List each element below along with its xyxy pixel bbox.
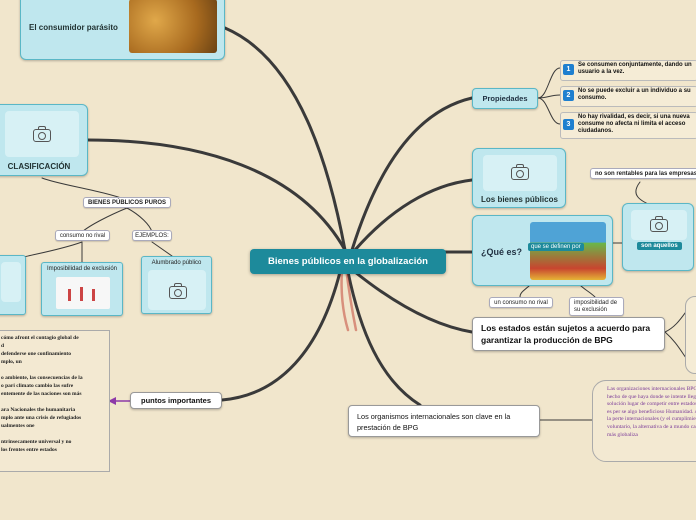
left-note-line: ntrinsecamente universal y no	[1, 439, 72, 445]
alumbrado-publico-label: Alumbrado público	[151, 260, 202, 266]
propiedad-text: No se puede excluir a un individuo a su …	[578, 88, 691, 101]
left-note-line: ara Nacionales the humanitaria	[1, 407, 76, 413]
left-note-line: entemente de las naciones son más	[1, 391, 82, 397]
que-es-node[interactable]: ¿Qué es? que se definen por	[472, 215, 613, 286]
coins-image	[129, 0, 217, 53]
left-note-line: mplo, un	[1, 359, 22, 365]
imposibilidad-su-exclusion-label[interactable]: imposibilidad de su exclusión	[569, 297, 624, 316]
left-notes-box: cómo afront el contagio global de d defend…	[0, 330, 110, 472]
imposibilidad-exclusion-label: Imposibilidad de exclusión	[46, 266, 118, 272]
camera-icon	[650, 216, 668, 232]
bienes-publicos-puros-label[interactable]: BIENES PÚBLICOS PUROS	[83, 197, 171, 208]
ejemplos-label[interactable]: EJEMPLOS:	[132, 230, 172, 241]
central-topic[interactable]: Bienes públicos en la globalización	[250, 249, 446, 274]
propiedad-text: No hay rivalidad, es decir, si una nueva…	[578, 114, 690, 134]
left-note-line: o ambiente, las consecuencias de la	[1, 375, 83, 381]
puntos-arrow	[108, 397, 130, 405]
consumidor-parasito-node[interactable]: El consumidor parásito	[20, 0, 225, 60]
left-note-line: ualmentes one	[1, 423, 35, 429]
clasificacion-label: CLASIFICACIÓN	[7, 162, 71, 171]
left-note-line: d	[1, 343, 5, 349]
no-rentables-label[interactable]: no son rentables para las empresas	[590, 168, 696, 179]
bienes-publicos-label: Los bienes públicos	[481, 195, 558, 204]
left-note-line: los frentes entre estados	[1, 447, 57, 453]
left-note-line: cómo afront el contagio global de	[1, 335, 79, 341]
que-es-label: ¿Qué es?	[481, 247, 523, 257]
left-note-line: o pari climato cambio las sufre	[1, 383, 74, 389]
camera-icon	[33, 126, 51, 142]
branch-to-consumidor	[223, 26, 347, 252]
camera-icon	[511, 164, 529, 180]
number-badge: 1	[563, 64, 574, 75]
organismos-note-text: Las organizaciones internacionales BPGs.…	[607, 386, 696, 438]
clasificacion-node[interactable]: CLASIFICACIÓN	[0, 104, 88, 176]
left-image-card[interactable]	[0, 255, 26, 315]
branch-to-estados	[353, 270, 474, 334]
vials-image	[56, 277, 110, 309]
playground-image	[530, 222, 606, 280]
camera-icon	[169, 283, 187, 299]
branch-to-clasificacion	[86, 138, 347, 252]
son-aquellos-node[interactable]: son aquellos	[622, 203, 694, 271]
propiedad-text: Se consumen conjuntamente, dando un usua…	[578, 62, 692, 75]
propiedad-item[interactable]: 3 No hay rivalidad, es decir, si una nue…	[560, 112, 696, 139]
organismos-node[interactable]: Los organismos internacionales son clave…	[348, 405, 540, 437]
right-bubble	[685, 296, 696, 374]
estados-node[interactable]: Los estados están sujetos a acuerdo para…	[472, 317, 665, 351]
left-note-line	[1, 399, 107, 407]
left-note-line: mplo ante una crisis de refugiados	[1, 415, 82, 421]
left-note-line	[1, 367, 107, 375]
branch-to-propiedades	[350, 96, 474, 252]
left-note-line	[1, 431, 107, 439]
image-placeholder	[5, 111, 79, 157]
propiedades-node[interactable]: Propiedades	[472, 88, 538, 109]
number-badge: 2	[563, 90, 574, 101]
consumidor-parasito-label: El consumidor parásito	[29, 23, 118, 32]
branch-to-bienes-publicos	[353, 178, 474, 252]
branch-to-organismos	[346, 270, 422, 407]
alumbrado-publico-node[interactable]: Alumbrado público	[141, 256, 212, 314]
imposibilidad-exclusion-node[interactable]: Imposibilidad de exclusión	[41, 262, 123, 316]
propiedad-item[interactable]: 2 No se puede excluir a un individuo a s…	[560, 86, 696, 107]
propiedad-item[interactable]: 1 Se consumen conjuntamente, dando un us…	[560, 60, 696, 81]
organismos-note-bubble[interactable]: Las organizaciones internacionales BPGs.…	[592, 380, 696, 462]
number-badge: 3	[563, 119, 574, 130]
un-consumo-no-rival-label[interactable]: un consumo no rival	[489, 297, 553, 308]
que-se-definen-label: que se definen por	[528, 243, 584, 251]
consumo-no-rival-label-left[interactable]: consumo no rival	[55, 230, 110, 241]
branch-to-puntos	[220, 270, 342, 402]
left-note-line: defenderse one confinamiento	[1, 351, 71, 357]
bienes-publicos-node[interactable]: Los bienes públicos	[472, 148, 566, 208]
son-aquellos-label: son aquellos	[637, 242, 682, 250]
puntos-importantes-node[interactable]: puntos importantes	[130, 392, 222, 409]
